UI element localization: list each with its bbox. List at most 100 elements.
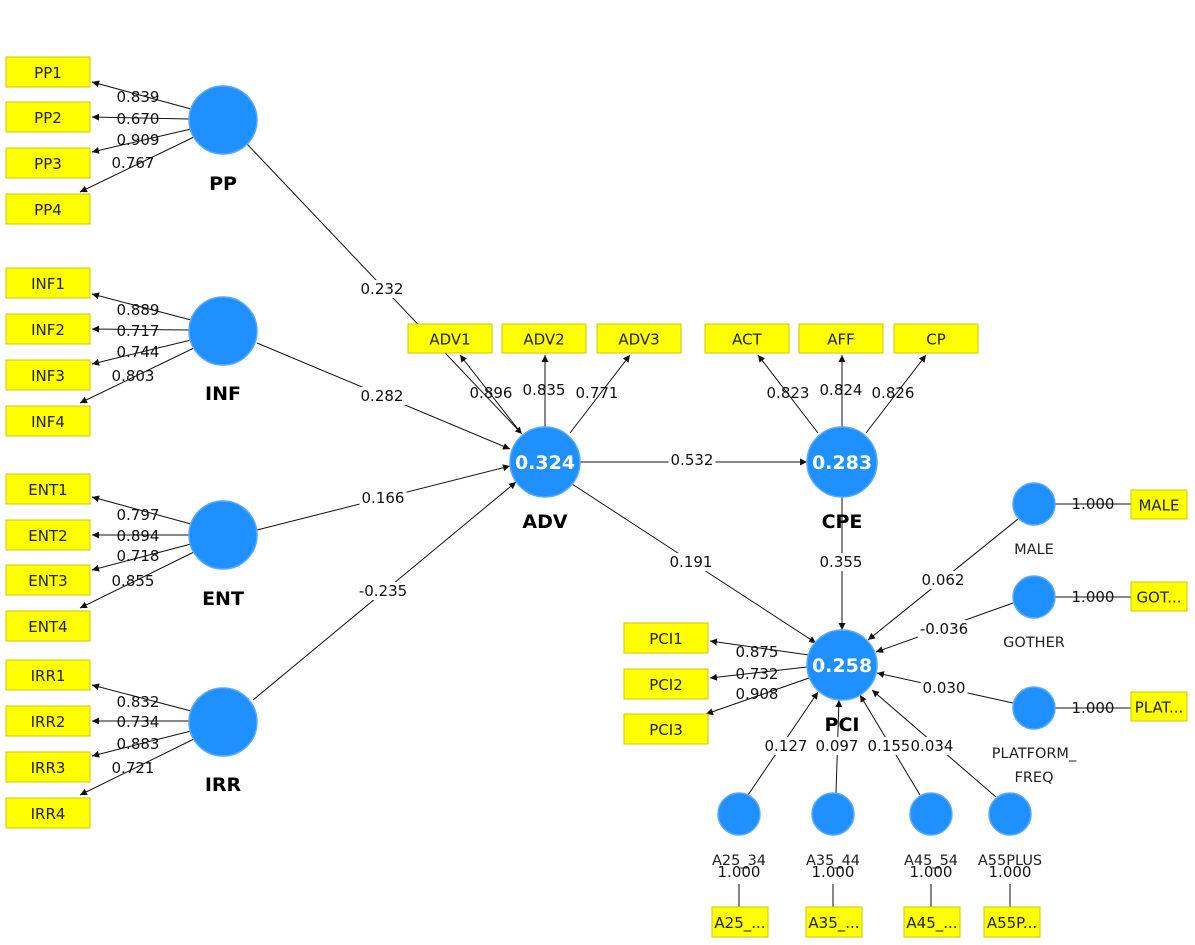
construct-inf[interactable]: INF <box>188 296 258 405</box>
indicator-box[interactable] <box>893 323 979 354</box>
indicator-a25[interactable]: A25_... <box>711 906 769 938</box>
indicator-box[interactable] <box>5 751 91 783</box>
indicator-box[interactable] <box>623 713 709 745</box>
indicator-label: PP1 <box>34 64 62 82</box>
indicator-box[interactable] <box>704 323 790 354</box>
indicator-irr1[interactable]: IRR1 <box>5 659 91 691</box>
construct-male[interactable]: MALE <box>1012 482 1056 558</box>
indicator-inf4[interactable]: INF4 <box>5 405 91 437</box>
indicator-pp4[interactable]: PP4 <box>5 193 91 225</box>
indicator-inf1[interactable]: INF1 <box>5 267 91 299</box>
indicator-box[interactable] <box>5 359 91 391</box>
indicator-gother[interactable]: GOT... <box>1130 581 1188 612</box>
construct-circle[interactable] <box>1012 575 1056 619</box>
indicator-box[interactable] <box>1130 489 1188 520</box>
construct-circle[interactable] <box>988 792 1032 836</box>
construct-circle[interactable] <box>806 629 878 701</box>
construct-circle[interactable] <box>806 426 878 498</box>
indicator-box[interactable] <box>501 323 587 354</box>
construct-circle[interactable] <box>1012 686 1056 730</box>
indicator-ent2[interactable]: ENT2 <box>5 519 91 551</box>
indicator-pci1[interactable]: PCI1 <box>623 622 709 654</box>
construct-a45[interactable]: A45_54 <box>904 792 958 869</box>
indicator-pci2[interactable]: PCI2 <box>623 668 709 700</box>
indicator-box[interactable] <box>623 622 709 654</box>
indicator-ent4[interactable]: ENT4 <box>5 610 91 642</box>
indicator-irr2[interactable]: IRR2 <box>5 705 91 737</box>
construct-a25[interactable]: A25_34 <box>712 792 766 869</box>
construct-platform[interactable]: PLATFORM_FREQ <box>992 686 1077 786</box>
indicator-pp2[interactable]: PP2 <box>5 101 91 133</box>
indicator-box[interactable] <box>596 323 682 354</box>
indicator-box[interactable] <box>623 668 709 700</box>
loading-value-irr4: 0.721 <box>112 759 155 777</box>
construct-pp[interactable]: PP <box>188 85 258 195</box>
indicator-box[interactable] <box>407 323 493 354</box>
indicator-box[interactable] <box>5 473 91 505</box>
indicator-box[interactable] <box>903 906 961 938</box>
indicator-box[interactable] <box>5 797 91 829</box>
construct-circle[interactable] <box>509 426 581 498</box>
construct-circle[interactable] <box>1012 482 1056 526</box>
construct-irr[interactable]: IRR <box>188 687 258 796</box>
construct-circle[interactable] <box>188 687 258 757</box>
indicator-plat[interactable]: PLAT... <box>1130 691 1188 722</box>
construct-circle[interactable] <box>188 500 258 570</box>
indicator-a55[interactable]: A55P... <box>983 906 1041 938</box>
indicator-irr4[interactable]: IRR4 <box>5 797 91 829</box>
indicator-cp[interactable]: CP <box>893 323 979 354</box>
construct-circle[interactable] <box>188 85 258 155</box>
indicator-adv3[interactable]: ADV3 <box>596 323 682 354</box>
indicator-pp3[interactable]: PP3 <box>5 147 91 179</box>
loading-edge-inf4 <box>79 347 195 404</box>
construct-a55[interactable]: A55PLUS <box>978 792 1042 869</box>
indicator-box[interactable] <box>711 906 769 938</box>
indicator-box[interactable] <box>5 519 91 551</box>
indicator-box[interactable] <box>5 610 91 642</box>
indicator-inf2[interactable]: INF2 <box>5 313 91 345</box>
indicator-box[interactable] <box>5 564 91 596</box>
indicator-box[interactable] <box>5 101 91 133</box>
construct-circle[interactable] <box>188 296 258 366</box>
indicator-box[interactable] <box>798 323 884 354</box>
construct-circle[interactable] <box>909 792 953 836</box>
indicator-a35[interactable]: A35_... <box>805 906 863 938</box>
indicator-irr3[interactable]: IRR3 <box>5 751 91 783</box>
indicator-box[interactable] <box>5 193 91 225</box>
construct-ent[interactable]: ENT <box>188 500 258 610</box>
indicator-a45[interactable]: A45_... <box>903 906 961 938</box>
indicator-inf3[interactable]: INF3 <box>5 359 91 391</box>
indicator-box[interactable] <box>5 147 91 179</box>
indicator-aff[interactable]: AFF <box>798 323 884 354</box>
indicator-box[interactable] <box>983 906 1041 938</box>
construct-a35[interactable]: A35_44 <box>806 792 860 869</box>
indicator-act[interactable]: ACT <box>704 323 790 354</box>
construct-gother[interactable]: GOTHER <box>1003 575 1065 651</box>
construct-circle[interactable] <box>811 792 855 836</box>
indicator-box[interactable] <box>5 705 91 737</box>
indicator-adv2[interactable]: ADV2 <box>501 323 587 354</box>
indicator-label: ACT <box>732 331 762 349</box>
indicator-male[interactable]: MALE <box>1130 489 1188 520</box>
indicator-box[interactable] <box>5 659 91 691</box>
indicator-adv1[interactable]: ADV1 <box>407 323 493 354</box>
indicator-box[interactable] <box>5 267 91 299</box>
indicator-pp1[interactable]: PP1 <box>5 56 91 88</box>
path-coefficient-background <box>920 679 968 697</box>
indicator-box[interactable] <box>5 405 91 437</box>
indicator-ent1[interactable]: ENT1 <box>5 473 91 505</box>
indicator-box[interactable] <box>805 906 863 938</box>
indicator-box[interactable] <box>1130 691 1188 722</box>
indicator-box[interactable] <box>5 313 91 345</box>
indicator-label: MALE <box>1138 497 1179 515</box>
indicator-box[interactable] <box>1130 581 1188 612</box>
construct-circle[interactable] <box>717 792 761 836</box>
indicator-ent3[interactable]: ENT3 <box>5 564 91 596</box>
indicator-box[interactable] <box>5 56 91 88</box>
indicator-label: PCI3 <box>649 721 683 739</box>
r-squared-value: 0.283 <box>812 452 872 474</box>
indicator-pci3[interactable]: PCI3 <box>623 713 709 745</box>
